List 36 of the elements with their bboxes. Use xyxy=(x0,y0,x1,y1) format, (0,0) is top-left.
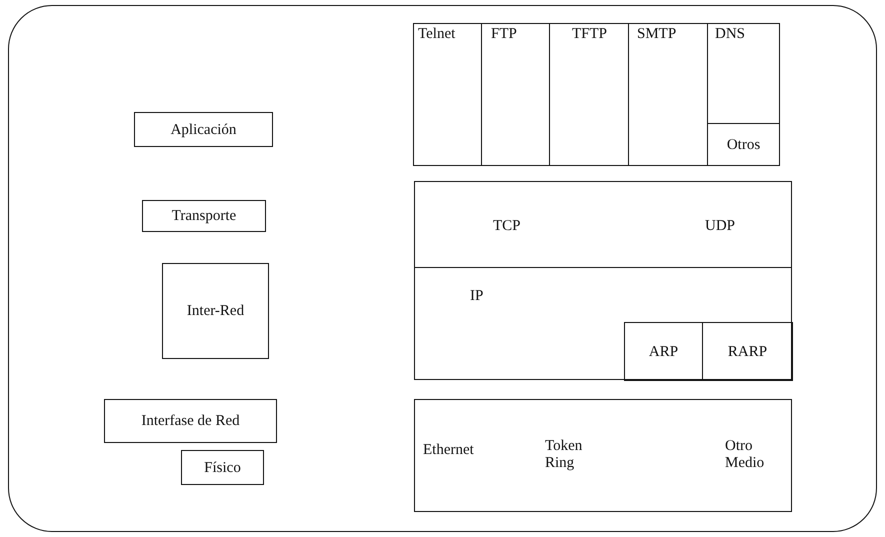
protocol-cell xyxy=(481,23,550,166)
layer-label: Aplicación xyxy=(170,121,238,138)
protocol-cell xyxy=(707,23,780,124)
protocol-label: UDP xyxy=(705,218,736,234)
protocol-cell xyxy=(628,23,708,166)
protocol-label: SMTP xyxy=(637,26,676,42)
layer-label: Inter-Red xyxy=(186,302,246,320)
protocol-panel xyxy=(414,399,792,512)
protocol-label: ARP xyxy=(648,343,680,360)
protocol-label: DNS xyxy=(715,26,746,42)
rounded-frame xyxy=(8,5,877,532)
protocol-label: Telnet xyxy=(418,26,456,42)
protocol-label: Ethernet xyxy=(423,442,474,458)
protocol-label: TCP xyxy=(493,218,521,234)
layer-box xyxy=(104,399,277,443)
layer-box xyxy=(181,450,264,485)
protocol-cell xyxy=(707,123,780,166)
protocol-cell xyxy=(413,23,482,166)
protocol-cell xyxy=(549,23,629,166)
layer-label: Transporte xyxy=(170,208,238,224)
protocol-label: FTP xyxy=(491,26,517,42)
protocol-label: Otro Medio xyxy=(725,438,766,471)
layer-box xyxy=(162,263,269,359)
layer-label: Interfase de Red xyxy=(140,412,241,430)
protocol-panel xyxy=(414,181,792,268)
protocol-label: Otros xyxy=(726,136,762,153)
layer-box xyxy=(134,112,273,147)
protocol-label: TFTP xyxy=(572,26,608,42)
protocol-panel xyxy=(414,267,792,380)
layer-label: Físico xyxy=(203,459,242,476)
layer-box xyxy=(142,200,266,232)
protocol-cell xyxy=(624,322,703,381)
protocol-label: Token Ring xyxy=(545,438,584,471)
protocol-label: RARP xyxy=(726,343,768,360)
protocol-label: IP xyxy=(470,288,484,304)
protocol-cell xyxy=(702,322,793,381)
